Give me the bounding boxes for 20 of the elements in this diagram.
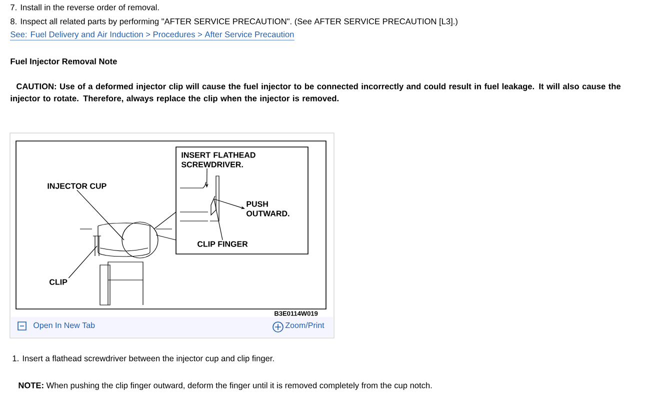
caution-text: CAUTION: Use of a deformed injector clip will cause the fuel injector to be connected incorrectly and could result in fuel leakage. It will also cause the injector to rotate. Therefore, always replace the clip when the injector is removed. — [10, 83, 621, 103]
note-text: NOTE: When pushing the clip finger outward, deform the finger until it is removed completely from the cup notch. — [18, 382, 432, 390]
section-heading: Fuel Injector Removal Note — [10, 58, 117, 66]
step-text: 8. Inspect all related parts by performing "AFTER SERVICE PRECAUTION". (See AFTER SERVICE PRECAUTION [L3].) — [10, 18, 458, 26]
clip-drawing — [92, 236, 102, 256]
link: See: Fuel Delivery and Air Induction > Procedures > After Service Precaution — [10, 31, 295, 40]
injector-cup-drawing — [98, 222, 150, 257]
step-text: 1. Insert a flathead screwdriver between the injector cup and clip finger. — [12, 355, 274, 363]
part-label: PUSH OUTWARD. — [246, 201, 290, 216]
part-label: CLIP FINGER — [198, 241, 248, 247]
link: Zoom/Print — [285, 322, 324, 328]
leader-line — [68, 246, 98, 278]
part-label: INSERT FLATHEAD SCREWDRIVER. — [181, 152, 256, 168]
clip-finger-drawing — [210, 176, 220, 222]
leader-line — [214, 198, 223, 240]
part-label: CLIP — [50, 279, 68, 285]
step-text: 7. Install in the reverse order of removal. — [10, 4, 159, 10]
link: Open In New Tab — [34, 322, 95, 330]
leader-line — [76, 190, 124, 240]
part-label: INJECTOR CUP — [48, 183, 106, 189]
